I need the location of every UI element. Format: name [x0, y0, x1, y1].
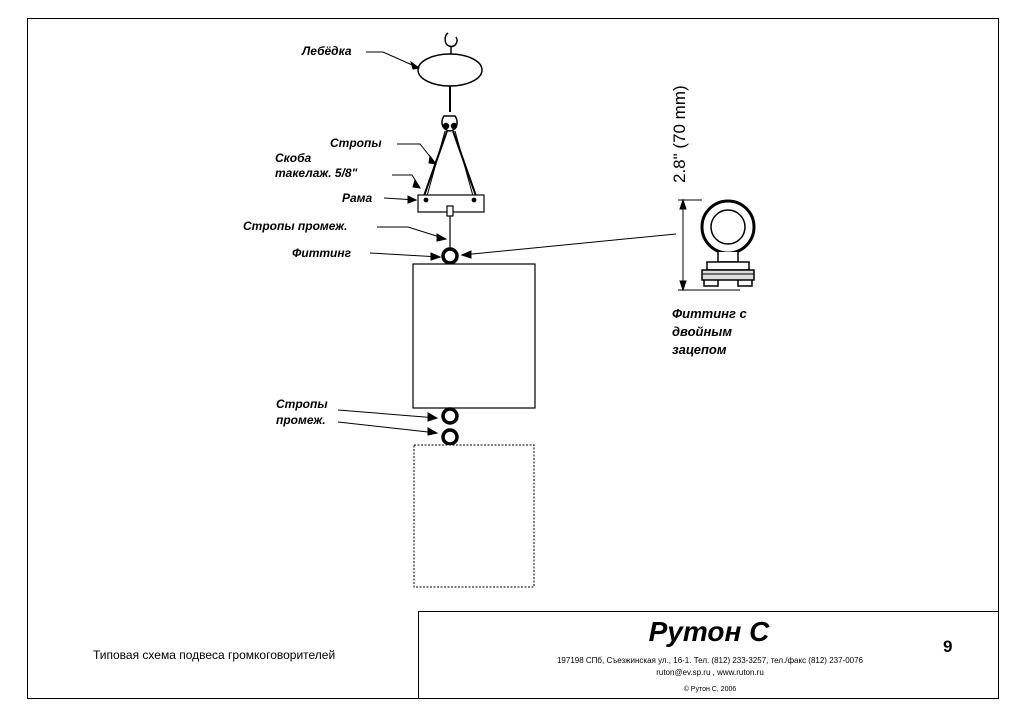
copyright: © Рутон С, 2006 [683, 686, 737, 693]
intermediate-slings-label: Стропы промеж. [243, 219, 348, 233]
winch [417, 32, 483, 112]
shackle-label-line1: Скоба [275, 151, 312, 165]
drawing-sheet [27, 18, 999, 699]
fitting-detail-label-line1: Фиттинг с [672, 306, 747, 321]
frame-label: Рама [342, 191, 373, 205]
page-number: 9 [943, 637, 953, 656]
fitting-detail-label-line2: двойным [672, 324, 733, 339]
leader-lines [337, 51, 677, 436]
speaker-cabinet-upper [412, 263, 536, 409]
shackle [441, 115, 458, 132]
speaker-cabinet-lower [413, 444, 535, 588]
link-ring-lower [441, 428, 459, 446]
slings-label: Стропы [330, 136, 382, 150]
drawing-caption: Типовая схема подвеса громкоговорителей [93, 648, 336, 662]
dimension-label: 2.8" (70 mm) [670, 85, 689, 183]
shackle-label-line2: такелаж. 5/8" [275, 166, 358, 180]
fitting-label: Фиттинг [292, 246, 352, 260]
dimension-line [678, 198, 702, 292]
fitting-ring [441, 247, 459, 265]
lower-slings-label-line2: промеж. [276, 413, 326, 427]
company-name: Рутон С [648, 616, 770, 647]
title-block: Рутон С 197198 СПб, Съезжинская ул., 16-… [418, 611, 999, 699]
company-contacts: ruton@ev.sp.ru , www.ruton.ru [656, 668, 764, 677]
fitting-detail [690, 199, 756, 291]
link-ring-upper [441, 407, 459, 425]
fitting-detail-label-line3: зацепом [672, 342, 727, 357]
lower-slings-label-line1: Стропы [276, 397, 328, 411]
company-address: 197198 СПб, Съезжинская ул., 16-1. Тел. … [556, 656, 864, 665]
winch-label: Лебёдка [302, 44, 352, 58]
frame [417, 194, 485, 217]
